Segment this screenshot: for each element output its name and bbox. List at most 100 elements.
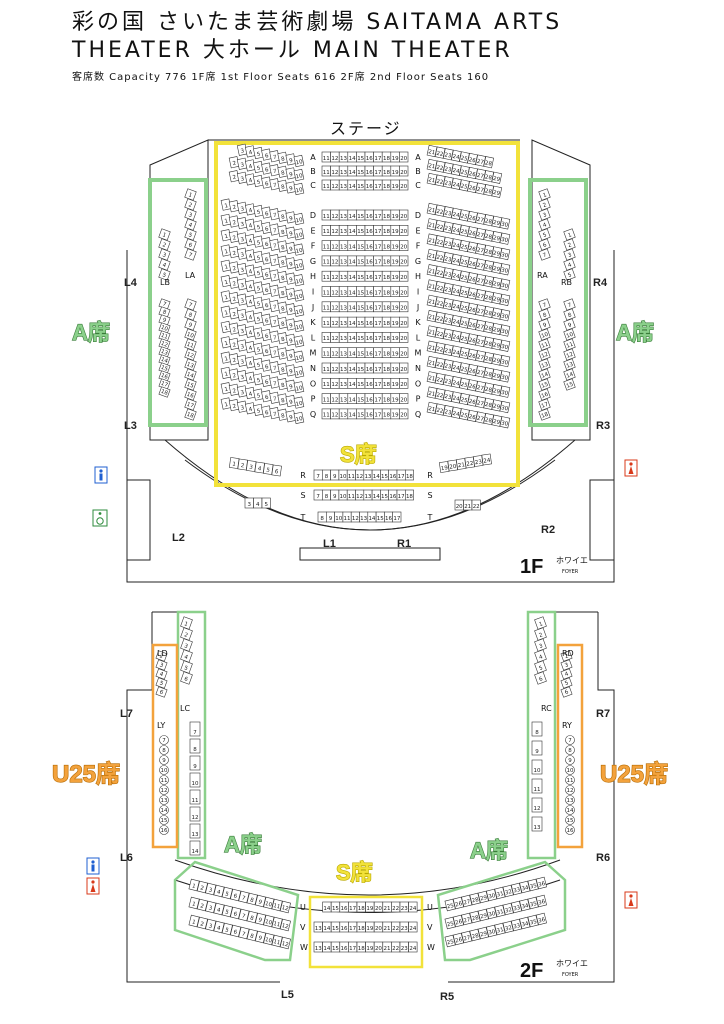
- seat: 17: [373, 151, 383, 163]
- seat: [565, 825, 575, 835]
- svg-text:11: 11: [192, 798, 199, 804]
- svg-text:28: 28: [484, 160, 493, 167]
- seat: 3: [158, 248, 171, 261]
- svg-text:17: 17: [374, 260, 381, 266]
- seat: 11: [184, 338, 197, 351]
- svg-text:16: 16: [389, 474, 396, 480]
- svg-text:14: 14: [192, 849, 199, 855]
- seat: 29: [477, 908, 489, 922]
- seat: 20: [399, 209, 409, 221]
- seat: 9: [531, 740, 543, 756]
- seat: 18: [381, 408, 392, 420]
- seat: 12: [330, 240, 340, 251]
- seat: 8: [277, 209, 289, 222]
- seat: 15: [356, 347, 366, 359]
- seat-number: 16: [567, 828, 574, 834]
- svg-text:12: 12: [331, 229, 338, 235]
- seat: 17: [373, 362, 383, 374]
- svg-text:14: 14: [349, 170, 356, 176]
- seat: 20: [373, 921, 384, 933]
- svg-text:16: 16: [366, 275, 373, 281]
- svg-text:23: 23: [401, 946, 408, 952]
- svg-text:20: 20: [400, 260, 407, 266]
- svg-text:19: 19: [366, 946, 373, 952]
- svg-text:3: 3: [240, 162, 245, 169]
- seat: 10: [293, 182, 305, 196]
- svg-text:11: 11: [348, 494, 355, 500]
- svg-text:13: 13: [340, 382, 347, 388]
- seat: 3: [244, 497, 254, 509]
- seat: 14: [322, 921, 332, 933]
- seat: 22: [471, 499, 481, 511]
- seat: 13: [359, 511, 369, 523]
- row-label-o-right: O: [415, 379, 421, 388]
- seat: 7: [538, 298, 551, 311]
- seat: 10: [263, 896, 275, 910]
- seat: [159, 785, 169, 795]
- row-label-v-right: V: [427, 923, 433, 932]
- row-label-p-left: P: [311, 395, 316, 404]
- seat: 14: [347, 240, 357, 251]
- svg-text:18: 18: [383, 170, 390, 176]
- svg-text:21: 21: [458, 462, 466, 469]
- seat: 21: [426, 325, 438, 338]
- seat: 19: [390, 377, 400, 389]
- seat: 6: [261, 405, 272, 418]
- svg-text:12: 12: [331, 170, 338, 176]
- svg-text:14: 14: [349, 413, 356, 419]
- seat: 6: [534, 671, 547, 685]
- seat: 1: [534, 616, 547, 630]
- seat: 25: [459, 179, 470, 192]
- seat: 18: [381, 377, 392, 389]
- seat: 19: [365, 921, 375, 933]
- seat: 3: [534, 638, 547, 652]
- seat: 4: [155, 668, 168, 680]
- seat: [565, 765, 575, 775]
- svg-text:24: 24: [452, 154, 461, 161]
- seat: 12: [330, 316, 340, 328]
- seat: 15: [356, 301, 366, 313]
- svg-text:8: 8: [281, 245, 286, 252]
- seat: 10: [293, 320, 305, 333]
- svg-text:16: 16: [366, 184, 373, 190]
- svg-text:7: 7: [273, 155, 278, 162]
- svg-text:6: 6: [265, 226, 270, 233]
- svg-text:9: 9: [535, 749, 539, 755]
- seat: 21: [456, 458, 467, 470]
- svg-text:18: 18: [383, 321, 390, 327]
- svg-text:9: 9: [289, 277, 294, 284]
- seat: 14: [367, 511, 377, 523]
- seat: 17: [538, 398, 551, 411]
- svg-text:20: 20: [456, 504, 463, 510]
- seat: 7: [269, 299, 280, 313]
- seat: [565, 755, 575, 765]
- seat: 6: [271, 464, 282, 477]
- seat: 19: [390, 270, 400, 282]
- seat: 10: [293, 350, 305, 363]
- row-label-k-left: K: [310, 318, 316, 327]
- svg-text:25: 25: [460, 169, 469, 176]
- seat: 22: [434, 326, 446, 340]
- seat: 34: [519, 898, 531, 912]
- svg-text:5: 5: [256, 151, 261, 158]
- seat: 22: [434, 219, 446, 232]
- svg-text:15: 15: [357, 306, 364, 312]
- seat: 2: [158, 238, 171, 251]
- svg-text:22: 22: [392, 926, 399, 932]
- seat: 8: [189, 738, 201, 754]
- seat: 7: [238, 908, 250, 922]
- seat: 28: [483, 351, 495, 364]
- seat: 5: [158, 268, 171, 281]
- svg-text:1: 1: [224, 234, 229, 241]
- svg-text:8: 8: [325, 494, 329, 500]
- seat: 24: [481, 453, 492, 466]
- svg-text:11: 11: [323, 336, 330, 342]
- svg-text:11: 11: [323, 367, 330, 373]
- svg-text:6: 6: [265, 272, 270, 279]
- svg-text:7: 7: [316, 474, 320, 480]
- svg-text:26: 26: [468, 246, 477, 253]
- seat: 12: [279, 936, 291, 950]
- seat: 9: [184, 318, 197, 331]
- svg-text:21: 21: [464, 504, 471, 510]
- svg-text:15: 15: [357, 382, 364, 388]
